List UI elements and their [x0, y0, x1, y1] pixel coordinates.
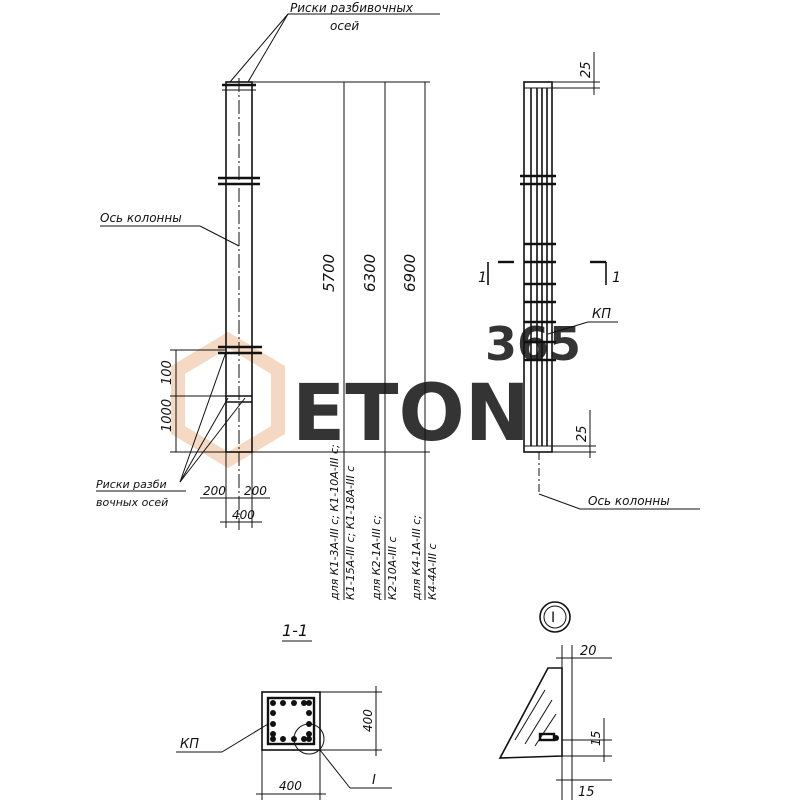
dim-400-bottom: 400 [232, 508, 255, 522]
dim-25-top: 25 [579, 61, 594, 78]
section-outer [261, 691, 321, 751]
marks-top-label-2: осей [330, 19, 359, 33]
detail-circle-ref [293, 723, 325, 755]
column-axis-leader [199, 225, 240, 247]
note3-line1: для К4-1А-III с; [410, 515, 423, 601]
watermark-number: 365 [485, 317, 581, 371]
marks-top-leader-1 [229, 13, 289, 83]
dim-6900: 6900 [401, 254, 419, 292]
note1-line2: К1-15А-III с; К1-18А-III с [344, 466, 357, 600]
column-axis-label: Ось колонны [100, 211, 182, 225]
marks-top-leader-2 [247, 13, 289, 83]
marks-bottom-label-1: Риски разби [96, 478, 167, 491]
detail-bar [538, 732, 556, 742]
kp-section-leader [221, 723, 269, 753]
detail-marker-outer [539, 601, 571, 633]
dim-200-left: 200 [203, 484, 226, 498]
watermark: 365 ETON [171, 317, 581, 469]
det-15-b: 15 [578, 785, 595, 800]
dim-6300: 6300 [361, 254, 379, 292]
watermark-word: ETON [292, 369, 530, 459]
section-stirrup [266, 696, 316, 746]
cage-axis-leader [538, 493, 581, 510]
marks-bottom-label-2: вочных осей [96, 496, 168, 509]
reinforcement-cage: 25 25 1 1 КП Ось колонны [478, 52, 700, 510]
kp-section-label: КП [180, 737, 199, 752]
detail-ref-leader [319, 749, 351, 789]
cage-outline [523, 81, 553, 453]
dim-1000: 1000 [160, 399, 175, 432]
detail-bar-dot [553, 735, 559, 741]
sec-400-right: 400 [361, 709, 375, 732]
section-mark-left: 1 [478, 270, 487, 286]
watermark-hexagon-icon [171, 331, 285, 469]
column-axis-right-label: Ось колонны [588, 494, 670, 508]
detail-marker-inner [543, 605, 567, 629]
column-elevation: 5700 6300 6900 для К1-3А-III с; К1-10А-I… [96, 1, 440, 601]
detail-ref-label: I [372, 773, 376, 788]
section-mark-right: 1 [612, 270, 621, 286]
det-20: 20 [580, 644, 597, 659]
note1-line1: для К1-3А-III с; К1-10А-III с; [328, 444, 341, 601]
note2-line1: для К2-1А-III с; [370, 515, 383, 601]
kp-right-leader [547, 321, 589, 335]
dim-5700: 5700 [320, 254, 338, 292]
marks-bottom-leader-2 [179, 397, 246, 483]
dim-100: 100 [160, 360, 175, 385]
marks-bottom-leader-3 [179, 351, 227, 483]
detail-hatch [514, 689, 557, 747]
section-bars [270, 700, 312, 742]
section-1-1: 1-1 400 400 КП I [176, 621, 392, 800]
kp-right-label: КП [592, 307, 611, 322]
dim-200-right: 200 [244, 484, 267, 498]
note2-line2: К2-10А-III с [386, 536, 399, 600]
sec-400-bottom: 400 [279, 779, 302, 793]
marks-bottom-leader-1 [179, 397, 229, 483]
section-title: 1-1 [282, 621, 308, 640]
detail-I: I 20 15 15 [498, 601, 612, 800]
note3-line2: К4-4А-III с [426, 543, 439, 600]
detail-marker-label: I [551, 610, 555, 626]
dim-25-bottom: 25 [575, 425, 590, 442]
det-15-a: 15 [589, 731, 603, 746]
marks-top-label-1: Риски разбивочных [290, 1, 414, 15]
